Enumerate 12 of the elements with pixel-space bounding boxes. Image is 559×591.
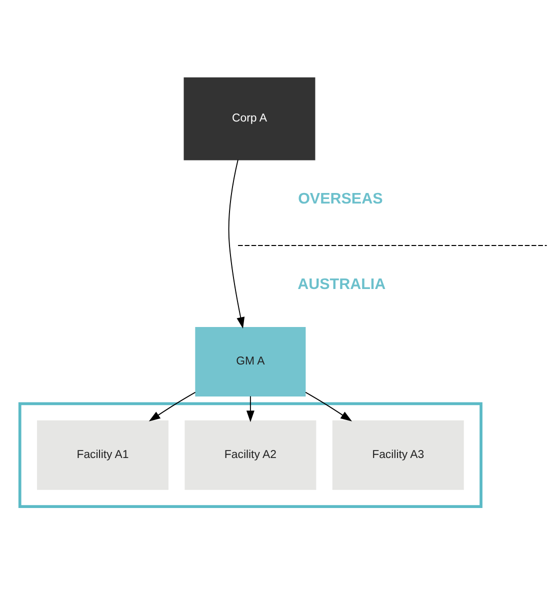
arrow	[246, 395, 254, 422]
arrow	[305, 391, 352, 421]
node-box: Facility A1	[37, 420, 168, 490]
arrow	[228, 158, 245, 328]
label: OVERSEAS	[298, 190, 383, 207]
node-box: Facility A2	[184, 420, 316, 490]
cluster	[18, 402, 482, 508]
node-box: Corp A	[184, 76, 316, 160]
arrow	[148, 391, 196, 421]
node-box: Facility A3	[332, 420, 464, 490]
node-box: GM A	[195, 326, 306, 396]
label: AUSTRALIA	[298, 276, 386, 293]
